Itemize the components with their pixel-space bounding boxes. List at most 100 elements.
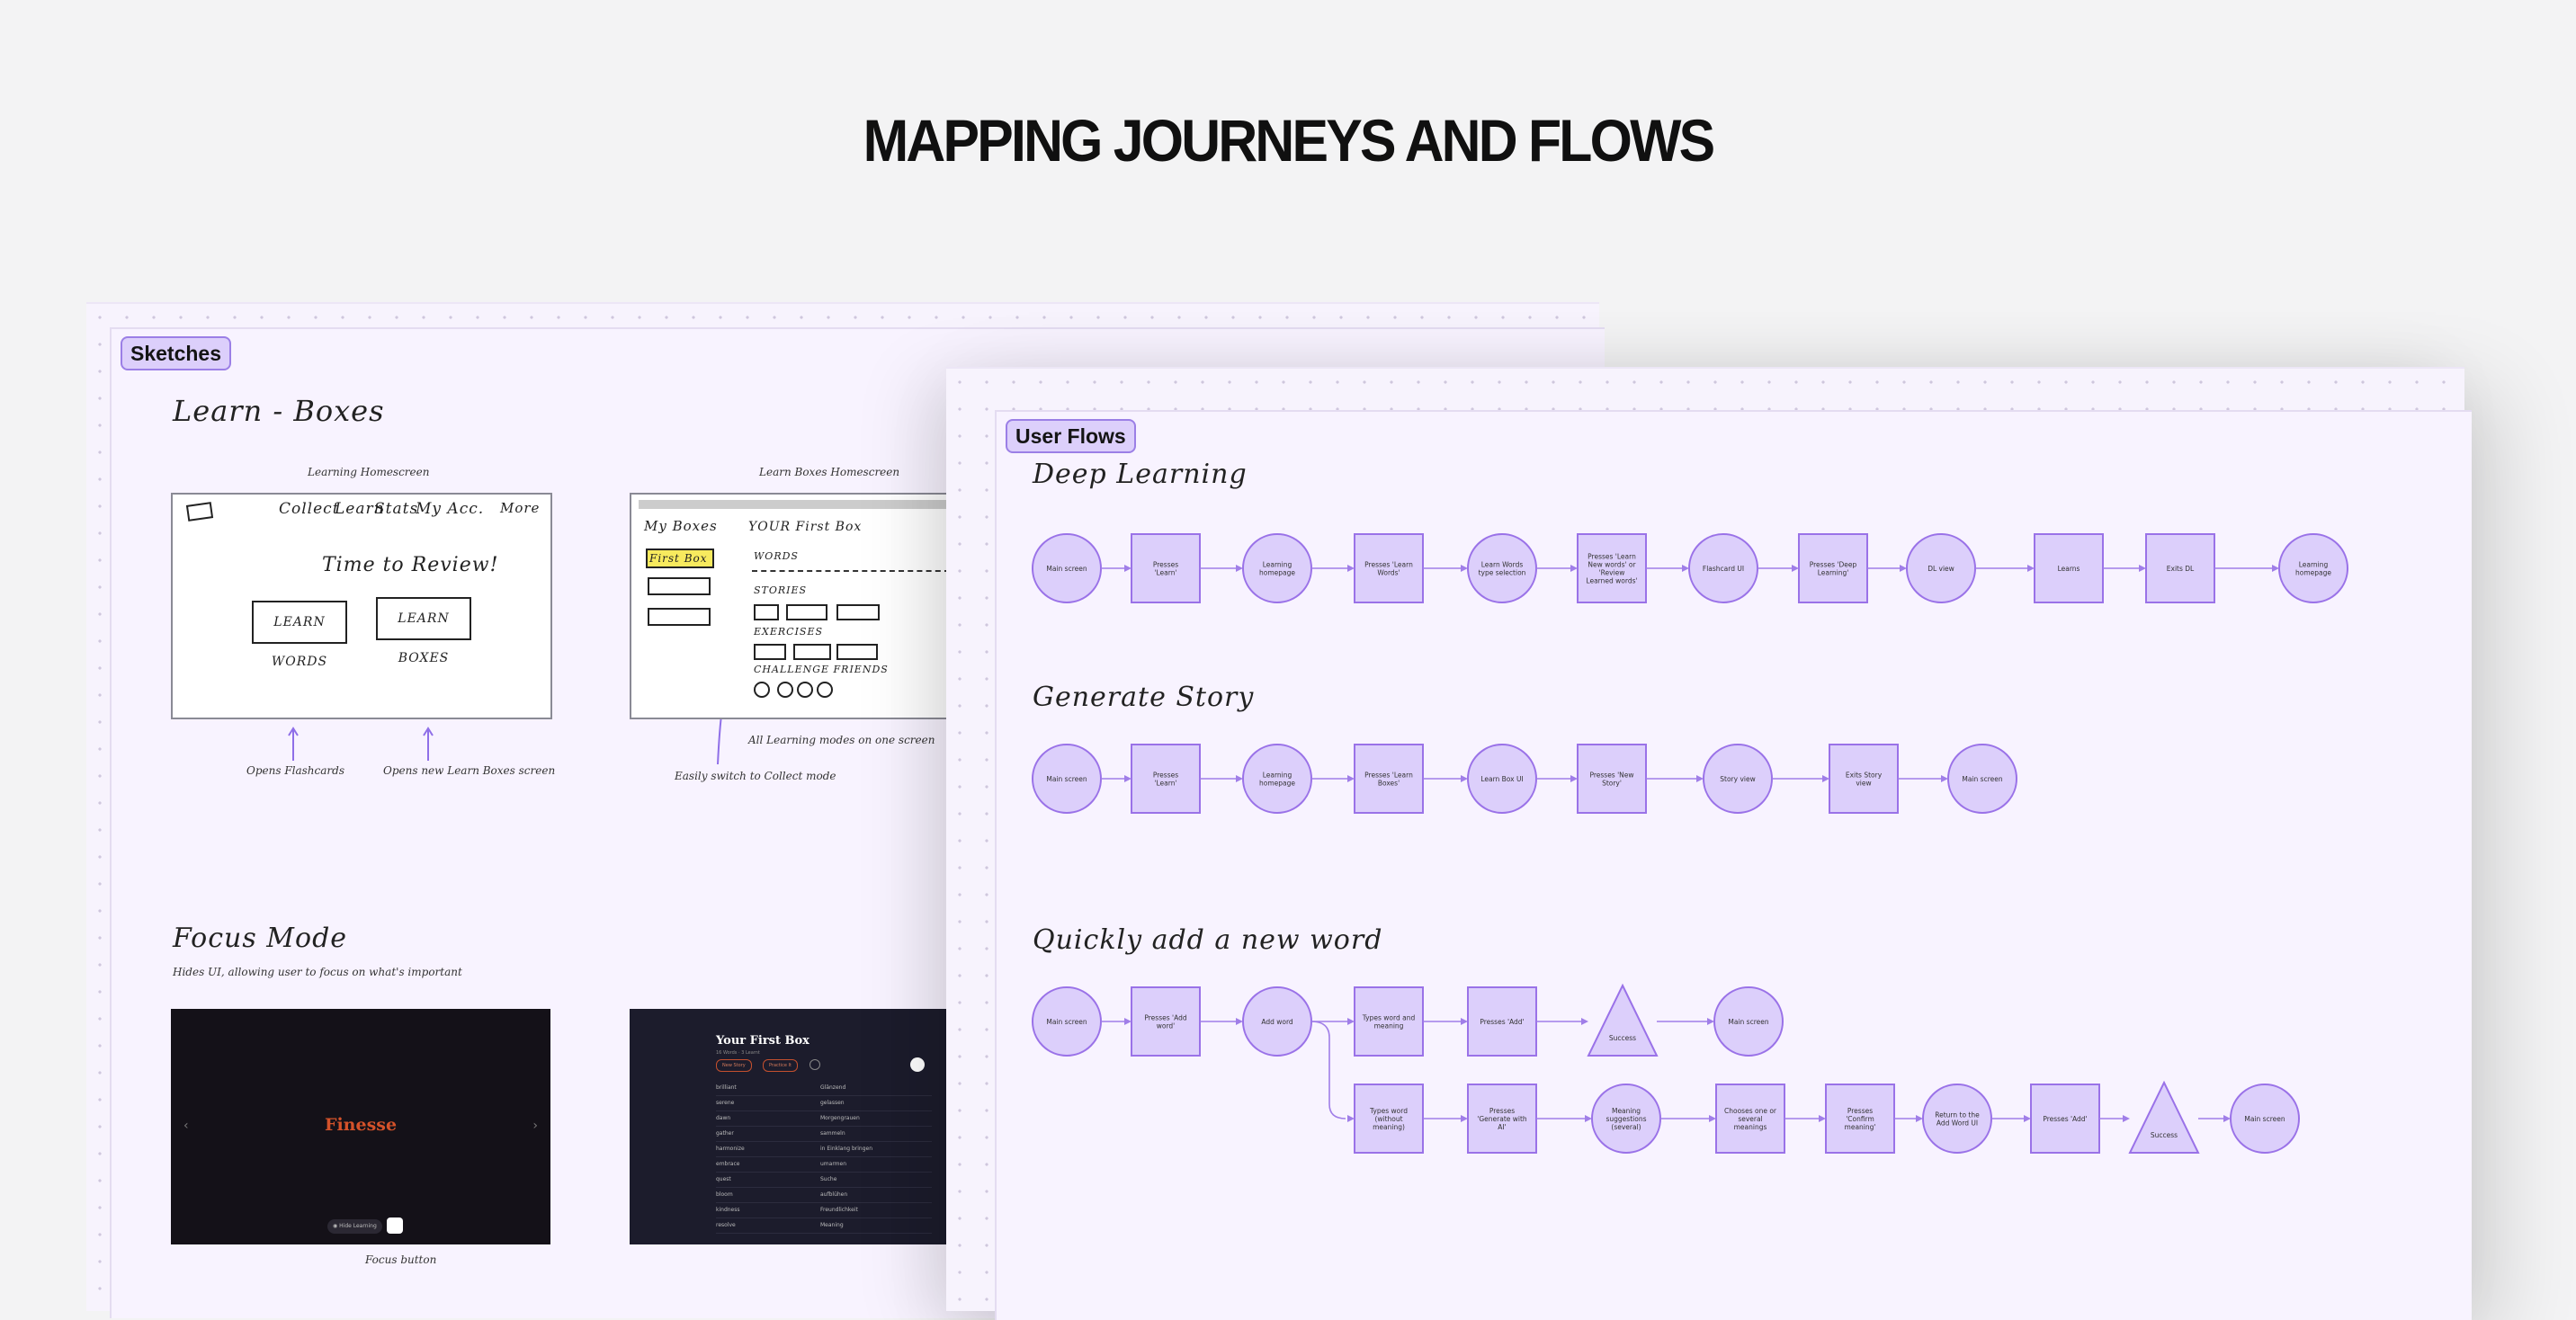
box-screen-subtitle: 16 Words · 3 Learnt: [716, 1050, 760, 1056]
words-dashes: [752, 570, 950, 572]
quick-add-node-5-triangle: [1587, 983, 1659, 1057]
eye-icon: ◉: [333, 1223, 340, 1229]
learn-boxes-sketch-button: LEARN BOXES: [376, 597, 471, 665]
focus-toggle-icon[interactable]: [387, 1217, 403, 1234]
deep-learning-arrow-6-head: [1682, 565, 1689, 572]
deep-learning-arrow-1-head: [1124, 565, 1131, 572]
generate-story-node-6-label: Story view: [1720, 775, 1755, 783]
deep-learning-arrow-9-head: [2027, 565, 2035, 572]
deep-learning-arrow-11-head: [2272, 565, 2279, 572]
deep-learning-arrow-7-head: [1792, 565, 1799, 572]
deep-learning-arrow-2-head: [1236, 565, 1243, 572]
meaning-cell: Freundlichkeit: [820, 1207, 858, 1213]
quick-add-branch-node-6-label: Presses 'Add': [2043, 1115, 2087, 1123]
focus-button-caption: Focus button: [365, 1253, 437, 1266]
generate-story-node-0-label: Main screen: [1046, 775, 1087, 783]
deep-learning-node-1-label: Presses'Learn': [1153, 561, 1178, 577]
quick-add-branch-node-0-square: [1354, 1084, 1424, 1154]
word-cell: bloom: [716, 1191, 733, 1198]
generate-story-node-5-square: [1577, 744, 1647, 814]
word-cell: brilliant: [716, 1084, 737, 1091]
table-row[interactable]: kindness Freundlichkeit: [716, 1203, 932, 1218]
quick-add-node-0-label: Main screen: [1046, 1018, 1087, 1026]
chevron-left-icon[interactable]: ‹: [183, 1119, 189, 1133]
time-to-review-text: Time to Review!: [322, 554, 499, 576]
generate-story-arrow-2-head: [1236, 775, 1243, 782]
user-flows-board: User Flows Deep Learning Generate Story …: [946, 367, 2472, 1320]
new-story-chip[interactable]: New Story: [716, 1059, 752, 1072]
sketches-tag: Sketches: [121, 336, 232, 370]
generate-story-node-8-label: Main screen: [1962, 775, 2002, 783]
deep-learning-node-5-square: [1577, 533, 1647, 603]
quick-add-arrow-3-head: [1347, 1018, 1355, 1025]
sketch-top-bar: [639, 500, 955, 509]
page-title: MAPPING JOURNEYS AND FLOWS: [863, 107, 1716, 174]
stories-text: STORIES: [754, 584, 808, 596]
flow-title-quick-add: Quickly add a new word: [1033, 924, 1383, 956]
quick-add-branch-arrow-4-head: [1819, 1115, 1826, 1122]
generate-story-arrow-3-head: [1347, 775, 1355, 782]
table-row[interactable]: brilliant Glänzend: [716, 1081, 932, 1096]
word-cell: quest: [716, 1176, 731, 1182]
quick-add-branch-arrow-8-head: [2223, 1115, 2231, 1122]
word-cell: dawn: [716, 1115, 731, 1121]
box-sketch-3: [648, 608, 711, 626]
quick-add-node-2-label: Add word: [1261, 1018, 1293, 1026]
word-cell: serene: [716, 1100, 735, 1106]
deep-learning-arrow-3-head: [1347, 565, 1355, 572]
words-text: WORDS: [754, 550, 799, 562]
quick-add-node-4-square: [1467, 986, 1537, 1057]
quick-add-branch-node-7-label: Success: [2151, 1131, 2178, 1139]
quick-add-branch-node-7-triangle: [2128, 1080, 2200, 1154]
hide-learning-button[interactable]: ◉ Hide Learning: [327, 1219, 382, 1234]
quick-add-branch-node-8-label: Main screen: [2244, 1115, 2285, 1123]
learning-homescreen-label: Learning Homescreen: [308, 466, 430, 478]
generate-story-arrow-4-head: [1461, 775, 1468, 782]
quick-add-branch-node-1-square: [1467, 1084, 1537, 1154]
focus-mode-subheading: Hides UI, allowing user to focus on what…: [173, 966, 462, 978]
generate-story-arrow-8-head: [1941, 775, 1948, 782]
sketch-nav-myacc: My Acc.: [416, 500, 485, 518]
chevron-right-icon[interactable]: ›: [532, 1119, 538, 1133]
meaning-cell: Suche: [820, 1176, 837, 1182]
exercises-text: EXERCISES: [754, 626, 824, 638]
word-cell: gather: [716, 1130, 734, 1137]
deep-learning-arrow-5-head: [1570, 565, 1578, 572]
generate-story-arrow-6-head: [1696, 775, 1704, 782]
meaning-cell: aufblühen: [820, 1191, 848, 1198]
flow-title-generate-story: Generate Story: [1033, 682, 1255, 713]
quick-add-arrow-2-head: [1236, 1018, 1243, 1025]
quick-add-branch-arrow-1-head: [1461, 1115, 1468, 1122]
note-switch-collect: Easily switch to Collect mode: [675, 770, 836, 782]
word-cell: kindness: [716, 1207, 740, 1213]
plus-icon[interactable]: [809, 1059, 820, 1070]
practice-chip[interactable]: Practice It: [763, 1059, 798, 1072]
quick-add-node-5-label: Success: [1609, 1034, 1636, 1042]
generate-story-arrow-1-head: [1124, 775, 1131, 782]
avatar[interactable]: [910, 1057, 925, 1072]
word-cell: embrace: [716, 1161, 740, 1167]
table-row[interactable]: bloom aufblühen: [716, 1188, 932, 1203]
quick-add-branch-node-6-square: [2030, 1084, 2100, 1154]
table-row[interactable]: quest Suche: [716, 1173, 932, 1188]
deep-learning-node-0-label: Main screen: [1046, 565, 1087, 573]
note-opens-flashcards: Opens Flashcards: [246, 764, 344, 777]
meaning-cell: Glänzend: [820, 1084, 846, 1091]
learn-boxes-sketch: My Boxes First Box YOUR First Box WORDS …: [630, 493, 955, 719]
learn-boxes-homescreen-label: Learn Boxes Homescreen: [759, 466, 900, 478]
